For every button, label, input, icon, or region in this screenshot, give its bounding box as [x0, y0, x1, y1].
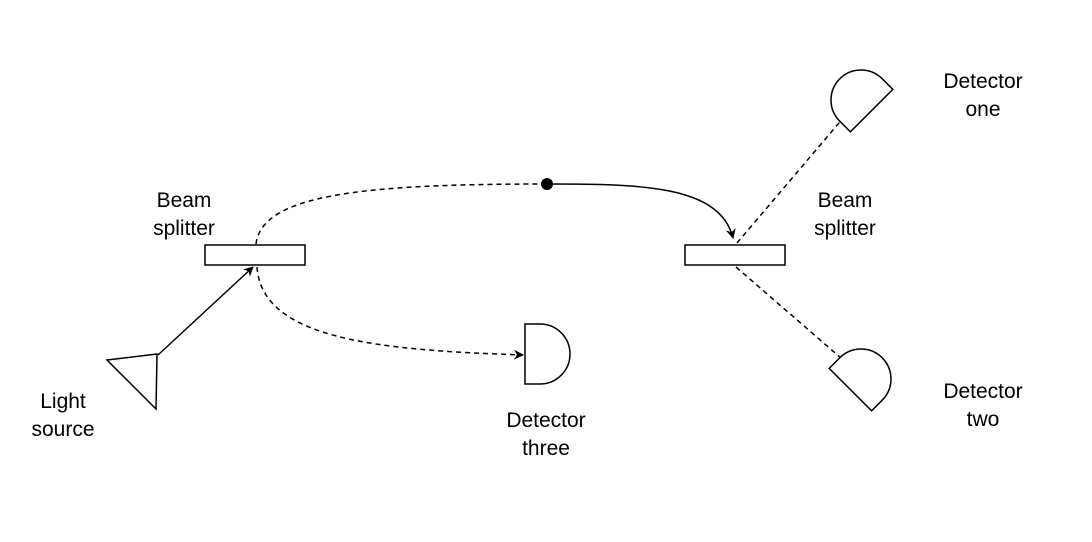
beam-source-to-splitter — [157, 266, 254, 356]
beam-splitter-to-detector-two — [735, 266, 850, 366]
detector-three-label: Detector three — [506, 409, 586, 460]
detector-two-label: Detector two — [943, 380, 1023, 431]
beam-splitter-left-label: Beam splitter — [153, 189, 215, 240]
beam-splitter-right-label: Beam splitter — [814, 189, 876, 240]
light-source-label: Light source — [31, 390, 95, 441]
beam-splitter-left-icon — [204, 244, 306, 266]
beam-splitter-to-detector-one — [736, 109, 851, 244]
beam-splitter-to-detector-three — [256, 266, 524, 360]
light-source-icon — [105, 353, 158, 411]
beam-dot-to-splitter — [546, 183, 736, 239]
detector-three-icon — [524, 323, 571, 385]
detector-one-icon — [830, 69, 894, 133]
detector-two-icon — [828, 348, 892, 412]
detector-one-label: Detector one — [943, 70, 1023, 121]
beam-splitter-right-icon — [684, 244, 786, 266]
beam-splitter-to-dot — [255, 183, 547, 245]
